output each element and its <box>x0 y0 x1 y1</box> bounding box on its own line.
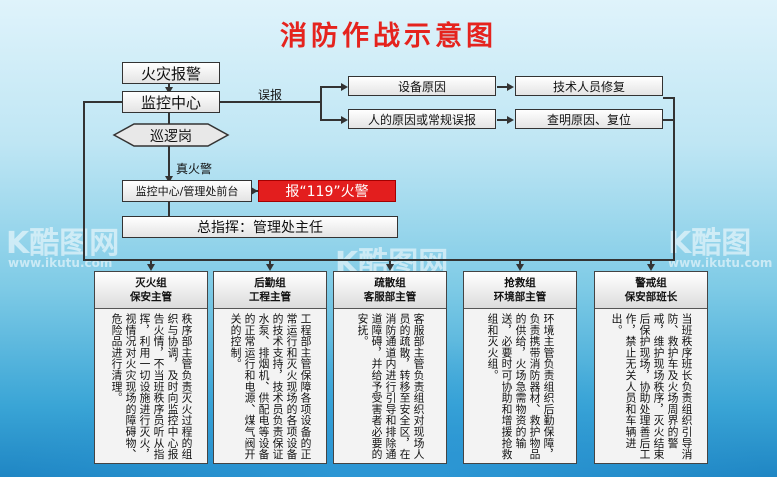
connector <box>220 101 320 103</box>
node-equipment-cause: 设备原因 <box>348 76 496 96</box>
group-description: 秩序部主管负责灭火过程的组织与协调，及时向监控中心报告火情，不当班秩序员听从指挥… <box>110 313 193 460</box>
connector <box>650 259 652 267</box>
edge-label-real-fire: 真火警 <box>176 162 213 176</box>
connector <box>389 259 391 267</box>
connector <box>663 119 675 121</box>
node-call-119: 报“119”火警 <box>258 180 396 202</box>
arrow-right <box>507 83 514 91</box>
arrow-down <box>386 264 394 271</box>
edge-label-false-alarm: 误报 <box>258 88 283 102</box>
node-human-cause: 人的原因或常规误报 <box>348 109 496 129</box>
group-header: 抢救组 环境部主管 <box>464 272 576 309</box>
group-header: 后勤组 工程主管 <box>214 272 326 309</box>
node-monitor-front-desk: 监控中心/管理处前台 <box>122 180 252 202</box>
watermark-logo-left: K酷图网 <box>6 226 120 261</box>
group-lead: 保安部班长 <box>624 291 678 303</box>
group-lead: 保安主管 <box>130 291 172 303</box>
group-description: 工程部主管保障各项设备的正常运行和灭火现场的各项设备的技术支持，技术员负责保证水… <box>229 313 312 460</box>
connector <box>663 97 675 99</box>
group-evacuation: 疏散组 客服部主管 客服部主管负责组织对现场人员的疏散，转移至安全区，在消防通道… <box>333 271 447 464</box>
arrow-down <box>165 176 173 183</box>
connector <box>497 86 507 88</box>
node-patrol-diamond <box>112 123 230 147</box>
group-security: 警戒组 保安部班长 当班秩序班长负责组织引导消防、救护车及火场周界的警戒，维护现… <box>594 271 708 464</box>
group-description: 环境主管负责组织后勤保障，负责携带消防器材、救护物品的供给，火场急需物资的输送，… <box>486 313 555 460</box>
group-description: 当班秩序班长负责组织引导消防、救护车及火场周界的警戒，维护现场秩序，灭火结束后保… <box>610 313 693 460</box>
connector <box>83 101 122 103</box>
arrow-right <box>341 116 348 124</box>
group-title: 后勤组 <box>254 277 286 289</box>
group-fire-fighting: 灭火组 保安主管 秩序部主管负责灭火过程的组织与协调，及时向监控中心报告火情，不… <box>94 271 208 464</box>
connector <box>168 112 170 124</box>
connector <box>673 97 675 261</box>
connector <box>83 259 675 261</box>
arrow-down <box>165 87 173 94</box>
node-tech-repair: 技术人员修复 <box>515 76 663 96</box>
connector <box>320 86 344 88</box>
node-patrol-label: 巡逻岗 <box>150 129 192 145</box>
node-monitor-center: 监控中心 <box>122 91 220 113</box>
arrow-down <box>266 264 274 271</box>
page-title: 消防作战示意图 <box>280 21 497 52</box>
connector <box>168 145 170 179</box>
connector <box>83 101 85 261</box>
connector <box>168 202 170 216</box>
group-title: 抢救组 <box>504 277 536 289</box>
arrow-down <box>147 264 155 271</box>
group-lead: 工程主管 <box>249 291 291 303</box>
arrow-right <box>251 187 258 195</box>
group-header: 疏散组 客服部主管 <box>334 272 446 309</box>
group-lead: 环境部主管 <box>493 291 547 303</box>
connector <box>519 259 521 267</box>
connector <box>269 259 271 267</box>
group-header: 灭火组 保安主管 <box>95 272 207 309</box>
group-header: 警戒组 保安部班长 <box>595 272 707 309</box>
connector <box>150 259 152 267</box>
group-description: 客服部主管负责组织对现场人员的疏散，转移至安全区，在消防通道内进行引导和排除通道… <box>356 313 425 460</box>
arrow-down <box>647 264 655 271</box>
connector <box>320 119 344 121</box>
node-fire-alarm: 火灾报警 <box>122 62 220 84</box>
arrow-right <box>507 116 514 124</box>
node-check-reset: 查明原因、复位 <box>515 109 663 129</box>
watermark-url-right: www.ikutu.com <box>668 256 773 270</box>
connector <box>320 86 322 120</box>
arrow-down <box>516 264 524 271</box>
group-title: 警戒组 <box>635 277 667 289</box>
arrow-right <box>341 83 348 91</box>
group-title: 灭火组 <box>135 277 167 289</box>
connector <box>497 119 507 121</box>
group-title: 疏散组 <box>374 277 406 289</box>
node-commander: 总指挥：管理处主任 <box>122 216 398 238</box>
group-rescue: 抢救组 环境部主管 环境主管负责组织后勤保障，负责携带消防器材、救护物品的供给，… <box>463 271 577 464</box>
group-lead: 客服部主管 <box>363 291 417 303</box>
patrol-diamond-shape <box>112 123 230 147</box>
group-logistics: 后勤组 工程主管 工程部主管保障各项设备的正常运行和灭火现场的各项设备的技术支持… <box>213 271 327 464</box>
